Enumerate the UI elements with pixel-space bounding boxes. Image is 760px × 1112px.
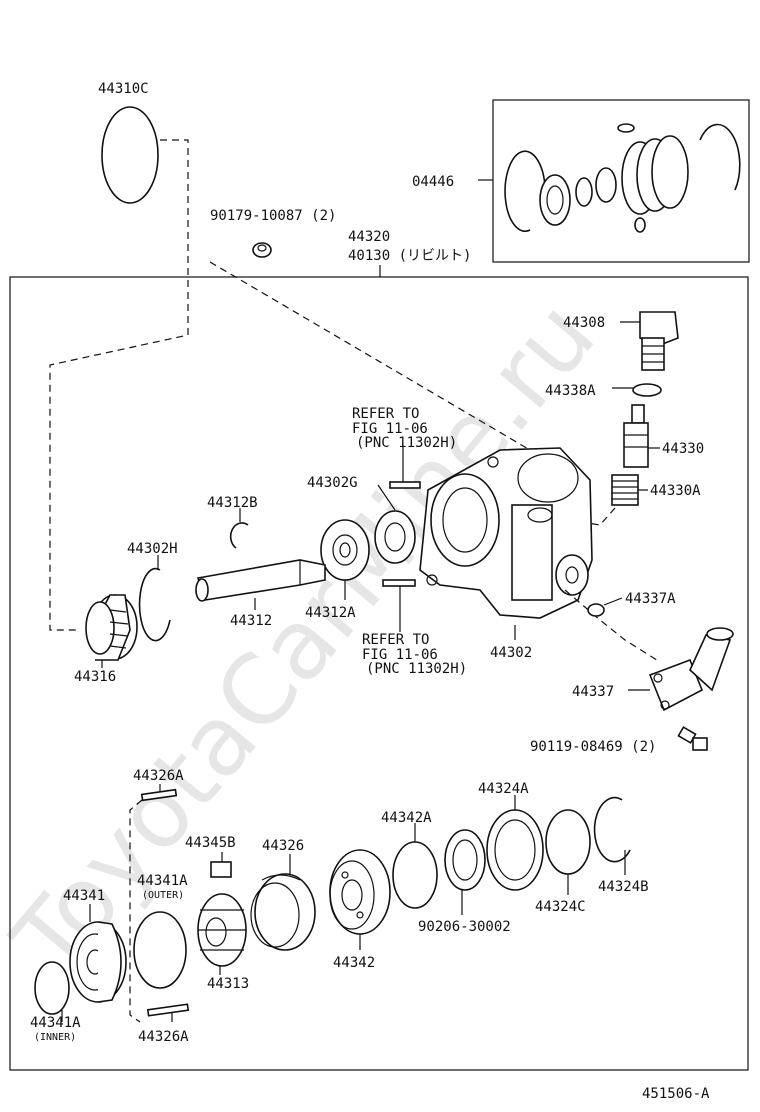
label-refer1-c: (PNC 11302H) xyxy=(356,435,457,451)
label-90119: 90119-08469 (2) xyxy=(530,739,656,755)
label-refer2-a: REFER TO xyxy=(362,632,429,648)
part-44324B-snapring xyxy=(593,796,631,863)
part-44326A-pin-top xyxy=(140,788,178,802)
part-44302H-snapring xyxy=(138,567,171,642)
part-44312A-bearing xyxy=(320,519,370,581)
part-44312B-snapring xyxy=(229,522,249,549)
label-44338A: 44338A xyxy=(545,383,596,399)
label-inner: (INNER) xyxy=(34,1032,76,1043)
label-44302G: 44302G xyxy=(307,475,358,491)
part-44308-plug xyxy=(639,311,679,371)
label-44341A-outer: 44341A xyxy=(137,873,188,889)
label-44341: 44341 xyxy=(63,888,105,904)
part-stud-lower xyxy=(382,579,416,587)
label-44302: 44302 xyxy=(490,645,532,661)
part-44302G-bearing xyxy=(374,510,416,564)
label-90179: 90179-10087 (2) xyxy=(210,208,336,224)
label-refer1-b: FIG 11-06 xyxy=(352,421,428,437)
label-44330: 44330 xyxy=(662,441,704,457)
part-90179-nut xyxy=(252,242,272,258)
label-44316: 44316 xyxy=(74,669,116,685)
label-44324A: 44324A xyxy=(478,781,529,797)
kit-04446-frame xyxy=(492,99,750,263)
label-44342: 44342 xyxy=(333,955,375,971)
part-44313-rotor xyxy=(197,893,247,967)
label-44324B: 44324B xyxy=(598,879,649,895)
part-04446-kit xyxy=(504,123,741,233)
label-44313: 44313 xyxy=(207,976,249,992)
label-90206: 90206-30002 xyxy=(418,919,511,935)
label-44345B: 44345B xyxy=(185,835,236,851)
part-44316-coupling xyxy=(85,594,138,661)
label-40130: 40130 (リビルト) xyxy=(348,248,471,264)
label-44330A: 44330A xyxy=(650,483,701,499)
part-44345B-vane xyxy=(210,861,232,878)
part-44342A-oring xyxy=(392,841,438,909)
assembly-frame xyxy=(9,276,749,1071)
part-44312-shaft xyxy=(195,559,326,602)
part-44324C-oring xyxy=(545,809,591,875)
label-44302H: 44302H xyxy=(127,541,178,557)
part-44341A-outer xyxy=(133,911,187,989)
part-44310C-oring xyxy=(101,106,159,204)
label-44326: 44326 xyxy=(262,838,304,854)
part-44324A-seal xyxy=(486,809,544,891)
label-44326A-top: 44326A xyxy=(133,768,184,784)
label-44312: 44312 xyxy=(230,613,272,629)
part-44338A-oring xyxy=(632,383,662,397)
label-44320: 44320 xyxy=(348,229,390,245)
part-44302-pump-body xyxy=(419,447,593,619)
dash-40130 xyxy=(209,261,531,451)
dash-44337 xyxy=(564,589,661,663)
label-44326A-bottom: 44326A xyxy=(138,1029,189,1045)
part-44342-plate xyxy=(329,849,391,935)
label-refer2-c: (PNC 11302H) xyxy=(366,661,467,677)
part-44326A-pin-bottom xyxy=(146,1003,190,1017)
dash-44310C xyxy=(49,139,189,631)
label-44308: 44308 xyxy=(563,315,605,331)
label-44312A: 44312A xyxy=(305,605,356,621)
part-44341-plate xyxy=(69,921,127,1003)
part-44326-cam-ring xyxy=(250,873,316,951)
part-44330A-spring xyxy=(611,474,639,506)
label-44342A: 44342A xyxy=(381,810,432,826)
part-44341A-inner xyxy=(34,961,70,1015)
part-90206-ring xyxy=(444,829,486,891)
label-44337: 44337 xyxy=(572,684,614,700)
label-refer2-b: FIG 11-06 xyxy=(362,647,438,663)
label-04446: 04446 xyxy=(412,174,454,190)
label-refer1-a: REFER TO xyxy=(352,406,419,422)
figure-id: 451506-A xyxy=(642,1086,710,1102)
part-44330-valve xyxy=(623,404,649,468)
part-90119-bolt xyxy=(677,726,708,751)
label-44341A-inner: 44341A xyxy=(30,1015,81,1031)
label-44337A: 44337A xyxy=(625,591,676,607)
label-44324C: 44324C xyxy=(535,899,586,915)
label-44310C: 44310C xyxy=(98,81,149,97)
label-44312B: 44312B xyxy=(207,495,258,511)
label-outer: (OUTER) xyxy=(142,890,184,901)
part-44337A-oring xyxy=(587,603,605,617)
part-44337-union xyxy=(648,627,734,712)
part-stud-upper xyxy=(389,481,421,489)
